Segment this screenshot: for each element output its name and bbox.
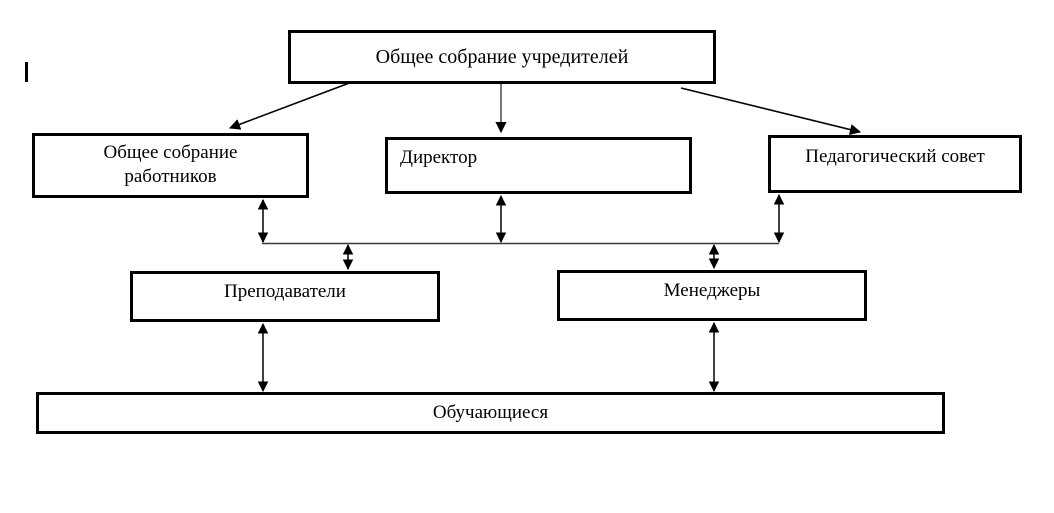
node-general-assembly-of-founders[interactable]: Общее собрание учредителей	[288, 30, 716, 84]
stray-tick-mark	[25, 62, 28, 82]
node-director[interactable]: Директор	[385, 137, 692, 194]
arrow-root-to-pedagogical-council	[680, 87, 862, 136]
node-label-director: Директор	[400, 147, 478, 168]
node-label-root: Общее собрание учредителей	[375, 45, 629, 68]
node-pedagogical-council[interactable]: Педагогический совет	[768, 135, 1022, 193]
node-managers[interactable]: Менеджеры	[557, 270, 867, 321]
node-label-teachers: Преподаватели	[224, 281, 346, 302]
node-teachers[interactable]: Преподаватели	[130, 271, 440, 322]
node-general-assembly-of-workers[interactable]: Общее собрание работников	[32, 133, 309, 198]
arrow-root-to-assembly-workers	[228, 81, 353, 130]
node-students[interactable]: Обучающиеся	[36, 392, 945, 434]
node-label-assembly-workers: Общее собрание работников	[103, 141, 238, 187]
node-label-students: Обучающиеся	[432, 402, 549, 424]
node-label-pedagogical-council: Педагогический совет	[805, 146, 985, 167]
node-label-managers: Менеджеры	[663, 280, 761, 301]
